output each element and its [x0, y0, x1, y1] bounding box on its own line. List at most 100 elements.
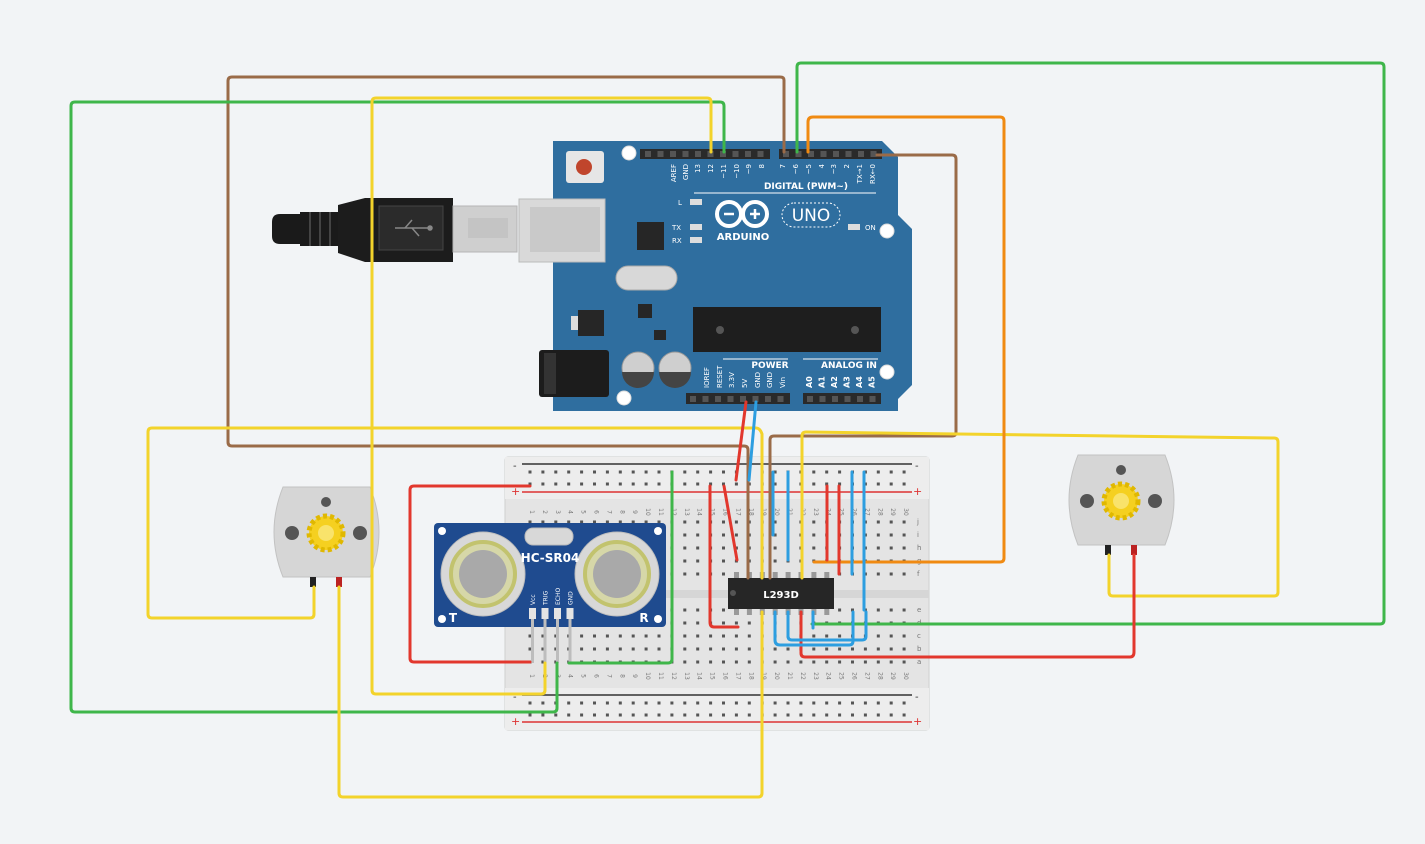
- rail-hole[interactable]: [631, 482, 635, 486]
- rail-hole[interactable]: [722, 701, 725, 705]
- terminal-hole[interactable]: [876, 533, 880, 537]
- terminal-hole[interactable]: [618, 634, 622, 638]
- terminal-hole[interactable]: [683, 621, 687, 625]
- terminal-hole[interactable]: [683, 533, 687, 537]
- rail-hole[interactable]: [902, 470, 906, 474]
- rail-hole[interactable]: [799, 713, 803, 717]
- terminal-hole[interactable]: [528, 647, 532, 651]
- wire-red[interactable]: [708, 484, 740, 629]
- rail-hole[interactable]: [580, 701, 584, 705]
- rail-hole[interactable]: [605, 470, 609, 474]
- rail-hole[interactable]: [683, 701, 687, 705]
- rail-hole[interactable]: [902, 713, 906, 717]
- terminal-hole[interactable]: [593, 634, 596, 638]
- rail-hole[interactable]: [541, 470, 545, 474]
- wire-green[interactable]: [567, 470, 674, 665]
- rail-hole[interactable]: [657, 701, 661, 705]
- rail-hole[interactable]: [709, 482, 713, 486]
- terminal-hole[interactable]: [722, 647, 725, 651]
- rail-hole[interactable]: [825, 701, 829, 705]
- terminal-hole[interactable]: [709, 660, 713, 664]
- rail-hole[interactable]: [902, 482, 906, 486]
- rail-hole[interactable]: [528, 713, 532, 717]
- rail-hole[interactable]: [631, 701, 635, 705]
- terminal-hole[interactable]: [773, 660, 777, 664]
- rail-hole[interactable]: [670, 701, 674, 705]
- terminal-hole[interactable]: [722, 621, 725, 625]
- terminal-hole[interactable]: [696, 572, 700, 576]
- rail-hole[interactable]: [696, 701, 700, 705]
- header-pin[interactable]: [869, 396, 876, 402]
- header-pin[interactable]: [808, 151, 814, 157]
- terminal-hole[interactable]: [605, 647, 609, 651]
- terminal-hole[interactable]: [734, 621, 738, 625]
- rail-hole[interactable]: [528, 470, 532, 474]
- rail-hole[interactable]: [644, 713, 648, 717]
- wire-yellow[interactable]: [146, 426, 764, 620]
- rail-hole[interactable]: [683, 470, 687, 474]
- terminal-hole[interactable]: [696, 559, 700, 563]
- terminal-hole[interactable]: [541, 520, 545, 524]
- header-pin[interactable]: [720, 151, 726, 157]
- rail-hole[interactable]: [605, 482, 609, 486]
- terminal-hole[interactable]: [902, 634, 906, 638]
- header-pin[interactable]: [832, 396, 838, 402]
- header-pin[interactable]: [690, 396, 696, 402]
- terminal-hole[interactable]: [593, 647, 596, 651]
- sensor-pin[interactable]: [541, 608, 549, 619]
- rail-hole[interactable]: [593, 701, 596, 705]
- terminal-hole[interactable]: [812, 546, 816, 550]
- terminal-hole[interactable]: [773, 546, 777, 550]
- terminal-hole[interactable]: [747, 621, 751, 625]
- terminal-hole[interactable]: [876, 520, 880, 524]
- rail-hole[interactable]: [554, 482, 558, 486]
- header-pin[interactable]: [807, 396, 813, 402]
- rail-hole[interactable]: [812, 701, 816, 705]
- terminal-hole[interactable]: [709, 647, 713, 651]
- rail-hole[interactable]: [825, 482, 829, 486]
- terminal-hole[interactable]: [644, 520, 648, 524]
- terminal-hole[interactable]: [902, 520, 906, 524]
- rail-hole[interactable]: [863, 713, 867, 717]
- header-pin[interactable]: [657, 151, 664, 157]
- rail-hole[interactable]: [773, 701, 777, 705]
- rail-hole[interactable]: [709, 713, 713, 717]
- rail-hole[interactable]: [838, 713, 842, 717]
- rail-hole[interactable]: [747, 701, 751, 705]
- terminal-hole[interactable]: [902, 608, 906, 612]
- terminal-hole[interactable]: [747, 660, 751, 664]
- rail-hole[interactable]: [722, 482, 725, 486]
- terminal-hole[interactable]: [696, 621, 700, 625]
- wire-blue[interactable]: [786, 610, 868, 642]
- terminal-hole[interactable]: [722, 634, 725, 638]
- rail-hole[interactable]: [889, 713, 893, 717]
- rail-hole[interactable]: [876, 482, 880, 486]
- rail-hole[interactable]: [644, 470, 648, 474]
- terminal-hole[interactable]: [876, 660, 880, 664]
- terminal-hole[interactable]: [825, 660, 829, 664]
- rail-hole[interactable]: [825, 713, 829, 717]
- header-pin[interactable]: [682, 151, 689, 157]
- rail-hole[interactable]: [812, 482, 816, 486]
- terminal-hole[interactable]: [902, 533, 906, 537]
- terminal-hole[interactable]: [838, 608, 842, 612]
- rail-hole[interactable]: [722, 713, 725, 717]
- rail-hole[interactable]: [644, 701, 648, 705]
- rail-hole[interactable]: [889, 470, 893, 474]
- terminal-hole[interactable]: [696, 660, 700, 664]
- rail-hole[interactable]: [683, 713, 687, 717]
- terminal-hole[interactable]: [722, 608, 725, 612]
- sensor-pin[interactable]: [554, 608, 561, 619]
- terminal-hole[interactable]: [851, 647, 854, 651]
- terminal-hole[interactable]: [580, 520, 584, 524]
- terminal-hole[interactable]: [902, 546, 906, 550]
- usb-cable[interactable]: [272, 198, 518, 262]
- sensor-pin[interactable]: [529, 608, 536, 619]
- terminal-hole[interactable]: [631, 647, 635, 651]
- rail-hole[interactable]: [838, 482, 842, 486]
- terminal-hole[interactable]: [773, 647, 777, 651]
- rail-hole[interactable]: [773, 470, 777, 474]
- terminal-hole[interactable]: [812, 634, 816, 638]
- terminal-hole[interactable]: [734, 520, 738, 524]
